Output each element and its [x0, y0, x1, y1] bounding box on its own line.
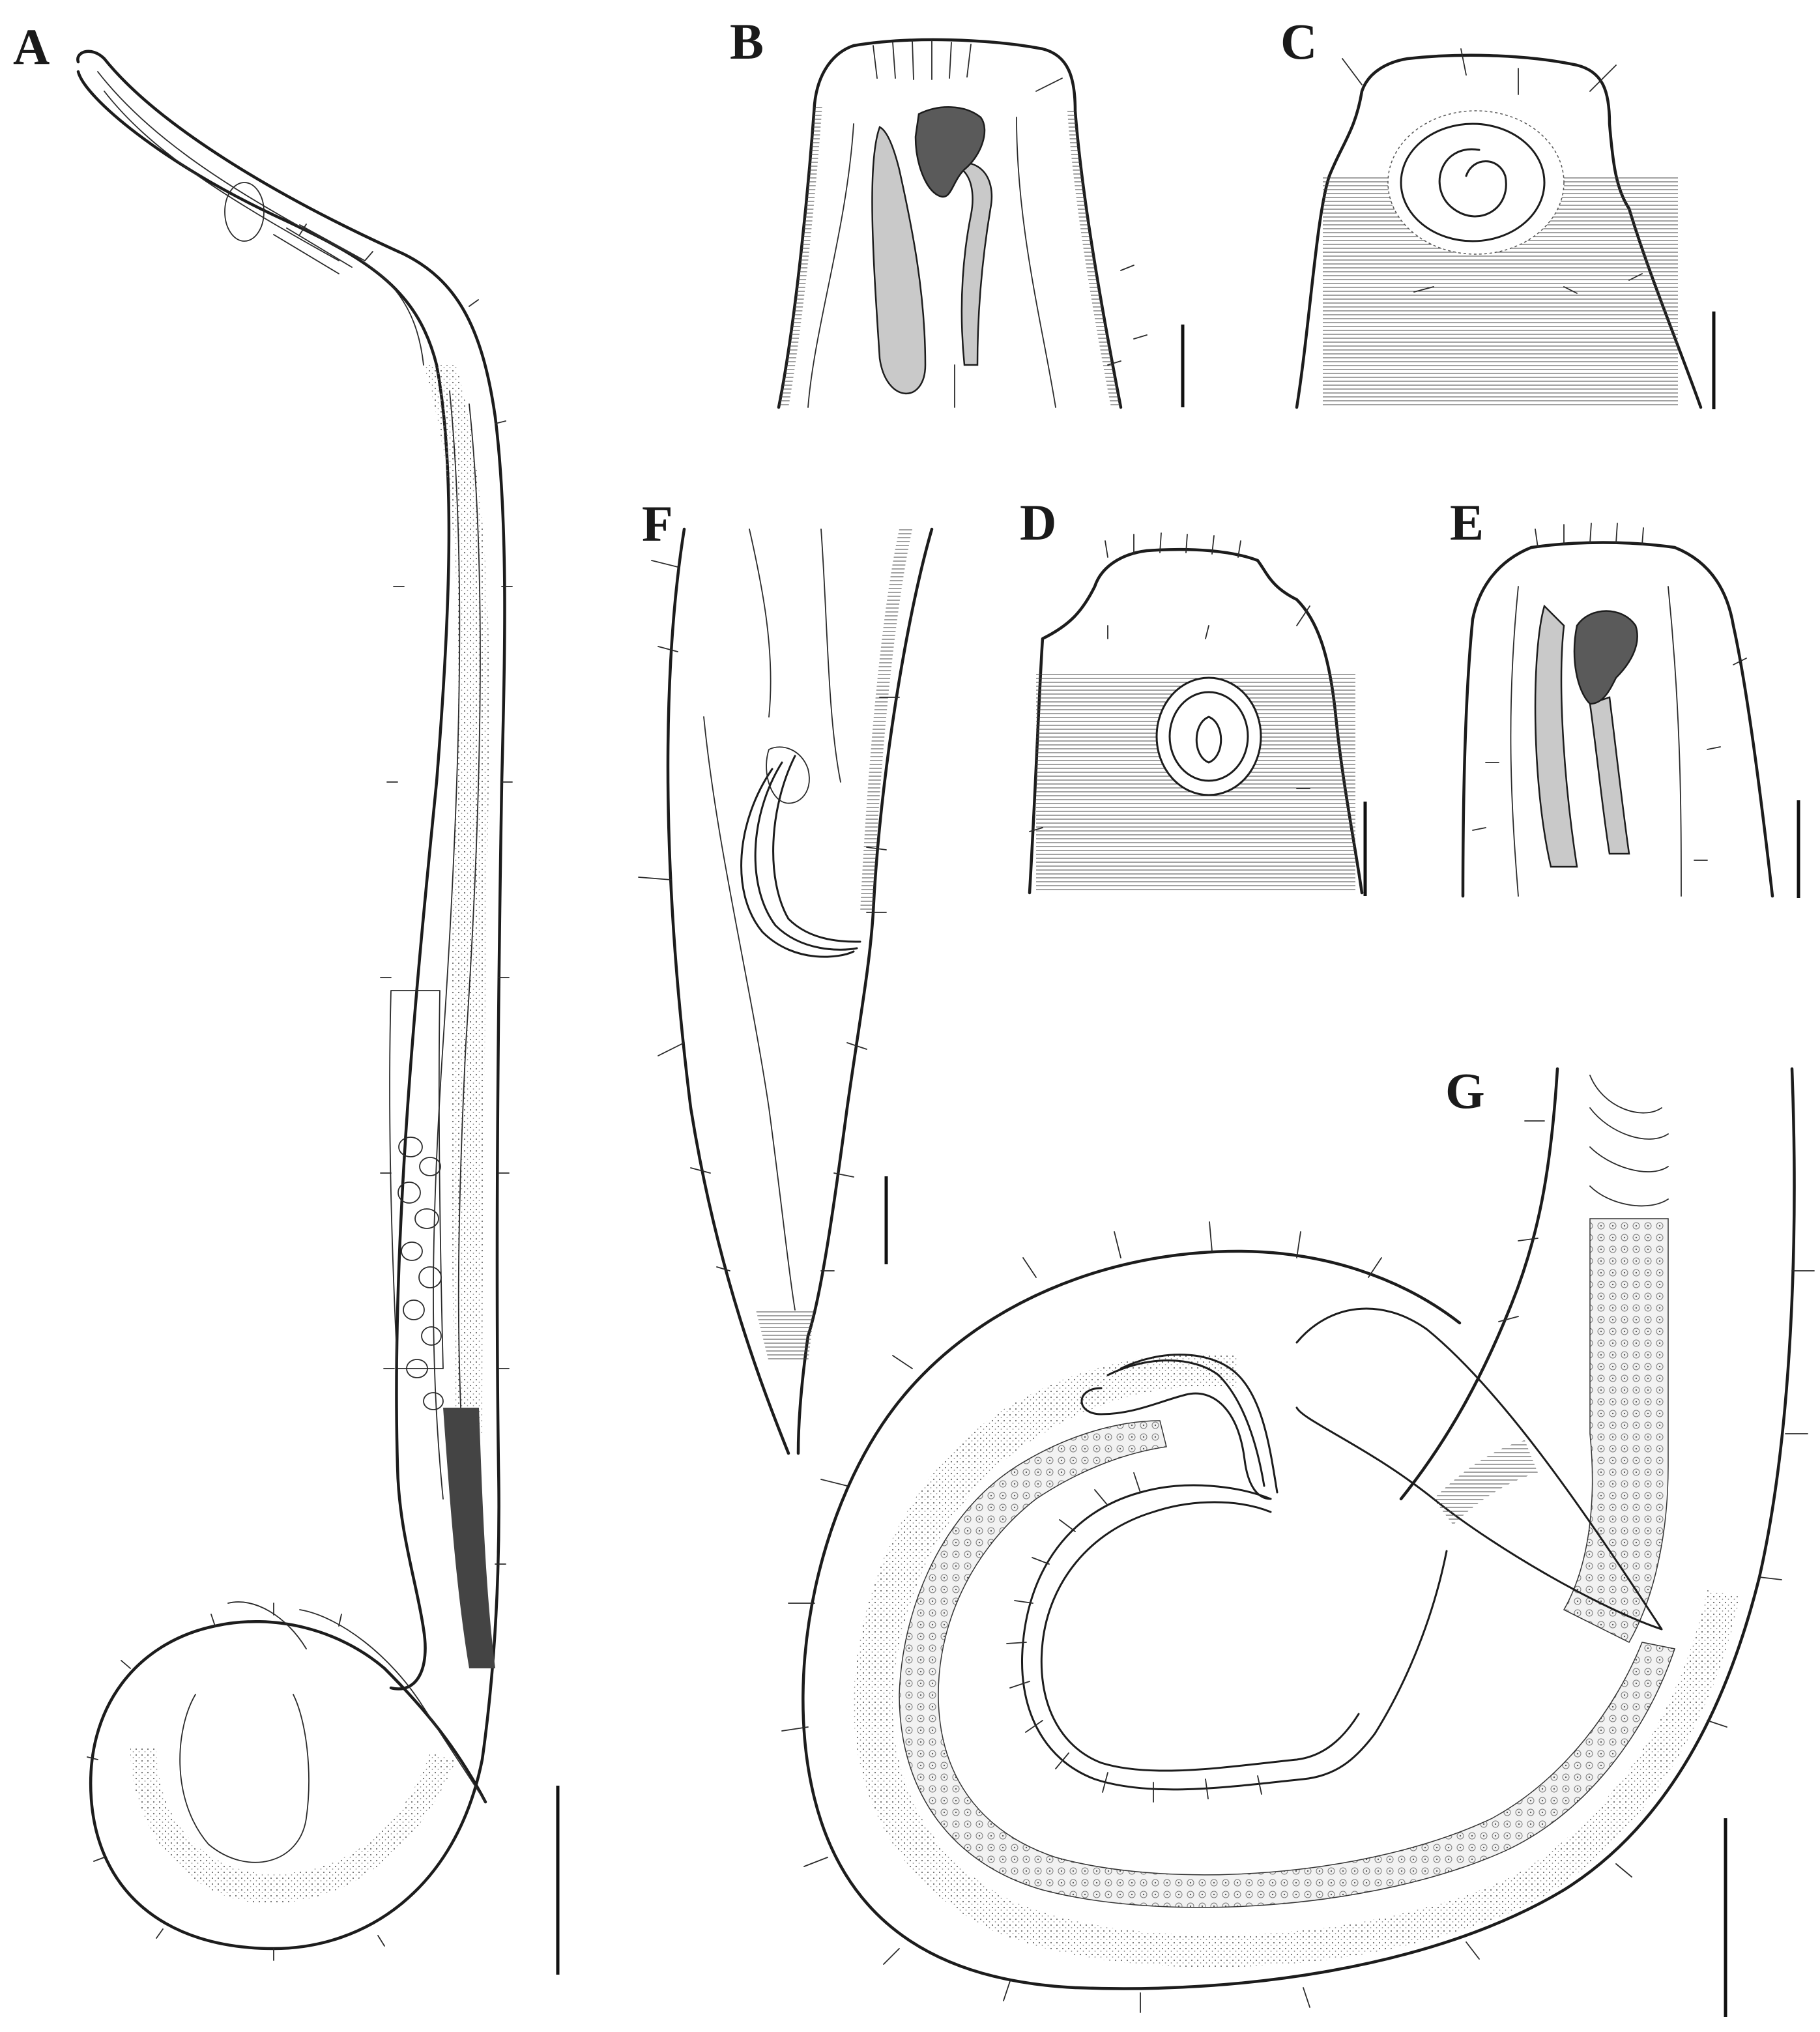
nerve-ring — [224, 182, 265, 242]
posterior-curl-drawing-g — [781, 1067, 1815, 2013]
panel-c: C — [1280, 13, 1716, 409]
panel-label-e: E — [1450, 494, 1484, 551]
tail-spicule-drawing-f — [638, 527, 934, 1455]
amphid-drawing-c — [1295, 48, 1703, 409]
spicule — [740, 768, 855, 958]
panel-label-a: A — [13, 18, 50, 75]
testis-cells — [389, 990, 444, 1410]
gubernaculum — [766, 746, 810, 804]
anterior-end-drawing-b — [777, 38, 1148, 409]
amphid-drawing-d — [1028, 532, 1364, 895]
panel-label-f: F — [642, 495, 673, 552]
spicule-g — [1080, 1387, 1272, 1500]
amphid-spiral — [1438, 148, 1507, 218]
panel-d: D — [1020, 494, 1367, 896]
panel-e: E — [1450, 494, 1800, 898]
supplementary-organs — [1021, 1484, 1448, 1791]
panel-a: A — [13, 18, 560, 1975]
amphid-round — [1195, 716, 1222, 764]
panel-g: G — [781, 1062, 1815, 2017]
anterior-end-drawing-e — [1461, 523, 1774, 898]
panel-label-g: G — [1445, 1062, 1485, 1119]
panel-f: F — [638, 495, 934, 1455]
panel-label-d: D — [1020, 494, 1056, 551]
panel-b: B — [730, 13, 1185, 409]
panel-label-b: B — [730, 13, 764, 70]
panel-label-c: C — [1280, 13, 1317, 70]
whole-body-drawing — [76, 50, 513, 1961]
